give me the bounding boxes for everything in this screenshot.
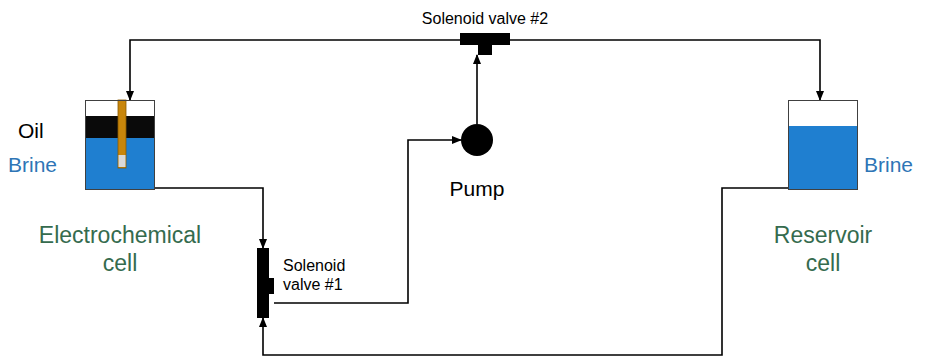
node-label: Pump (431, 176, 523, 201)
solenoid-valve: Solenoid valve #1 (254, 248, 274, 318)
node-label: Electrochemical cell (35, 222, 205, 277)
layer-label: Brine (864, 152, 913, 177)
pipe-connector (130, 40, 460, 100)
pipe-connector (510, 40, 820, 100)
layer-label: Oil (18, 118, 44, 143)
pipe-connector (263, 188, 788, 355)
reservoir-cell-outline (788, 100, 858, 190)
electrochemical-cell: Electrochemical cell (85, 100, 155, 190)
solenoid-valve-outline (254, 248, 274, 318)
layer-label: Brine (8, 152, 57, 177)
solenoid-valve-outline (460, 33, 510, 55)
pipe-connector (274, 140, 461, 303)
node-label: Solenoid valve #2 (410, 9, 560, 28)
pump-outline (461, 124, 493, 156)
node-label: Solenoid valve #1 (283, 256, 363, 294)
node-label: Reservoir cell (768, 222, 878, 277)
electrochemical-cell-outline (85, 100, 155, 190)
pipe-connector (476, 55, 478, 124)
solenoid-valve: Solenoid valve #2 (460, 33, 510, 55)
reservoir-cell: Reservoir cell (788, 100, 858, 190)
pump: Pump (461, 124, 493, 156)
